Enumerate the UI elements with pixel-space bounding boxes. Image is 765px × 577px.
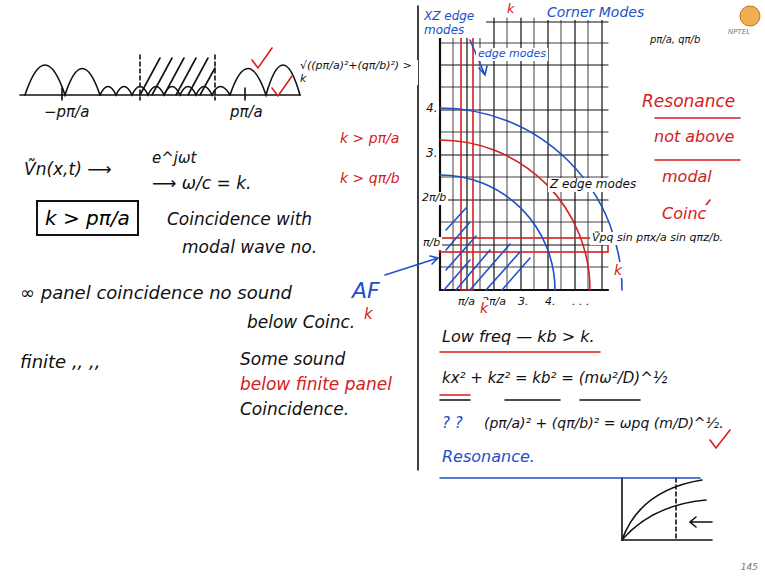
note-text: 2π/b	[420, 192, 448, 205]
note-text: . . .	[570, 296, 591, 309]
note-text: k	[478, 300, 490, 316]
note-text: Z edge modes	[548, 178, 638, 192]
note-text: pπ/a, qπ/b	[648, 34, 702, 46]
note-text: Coincidence with	[165, 210, 314, 230]
note-text: 145	[739, 562, 760, 572]
note-text: k > pπ/a	[338, 130, 401, 146]
note-text: NPTEL	[726, 28, 752, 36]
note-text: 4.	[543, 296, 558, 309]
note-text: Some sound	[238, 350, 347, 370]
note-text: 4.	[424, 102, 439, 116]
note-text: XZ edge modes	[422, 10, 486, 38]
boxed-formula: k > pπ/a	[36, 200, 139, 236]
note-text: π/b	[421, 237, 442, 250]
note-text: Corner Modes	[545, 4, 646, 20]
note-text: Coinc	[660, 205, 708, 223]
note-text: Coincidence.	[238, 400, 351, 420]
note-text: Resonance.	[440, 448, 537, 466]
note-text: √((pπ/a)²+(qπ/b)²) > k	[298, 60, 418, 85]
note-text: ∞ panel coincidence no sound	[18, 283, 294, 304]
note-text: e^jωt	[150, 150, 198, 167]
note-text: modal	[660, 168, 714, 186]
note-text: π/a	[456, 296, 477, 309]
note-text: (pπ/a)² + (qπ/b)² = ωpq (m/D)^½.	[482, 415, 726, 431]
formula-text: k > pπ/a	[45, 206, 130, 230]
note-text: Resonance	[640, 92, 737, 112]
note-text: k > qπ/b	[338, 170, 402, 186]
note-text: kx² + kz² = kb² = (mω²/D)^½	[440, 370, 669, 387]
note-text: Low freq — kb > k.	[440, 328, 597, 346]
note-text: AF	[350, 278, 382, 303]
note-text: ? ?	[440, 415, 465, 432]
note-text: k	[505, 2, 517, 17]
note-text: k	[612, 262, 624, 278]
note-text: below Coinc.	[245, 313, 357, 333]
note-text: not above	[652, 128, 736, 146]
note-text: −pπ/a	[42, 104, 91, 121]
note-text: 3.	[516, 296, 531, 309]
note-text: 3.	[424, 147, 439, 161]
note-text: pπ/a	[228, 104, 265, 121]
note-text: k	[362, 306, 375, 323]
note-text: modal wave no.	[180, 238, 319, 258]
note-text: Ṽn(x,t) ⟶	[22, 160, 114, 180]
note-text: edge modes	[476, 48, 548, 61]
note-text: finite ,, ,,	[18, 352, 103, 373]
note-text: below finite panel	[238, 375, 394, 395]
note-text: Ṽpq sin pπx/a sin qπz/b.	[590, 232, 725, 245]
note-text: ⟶ ω/c = k.	[150, 174, 253, 194]
